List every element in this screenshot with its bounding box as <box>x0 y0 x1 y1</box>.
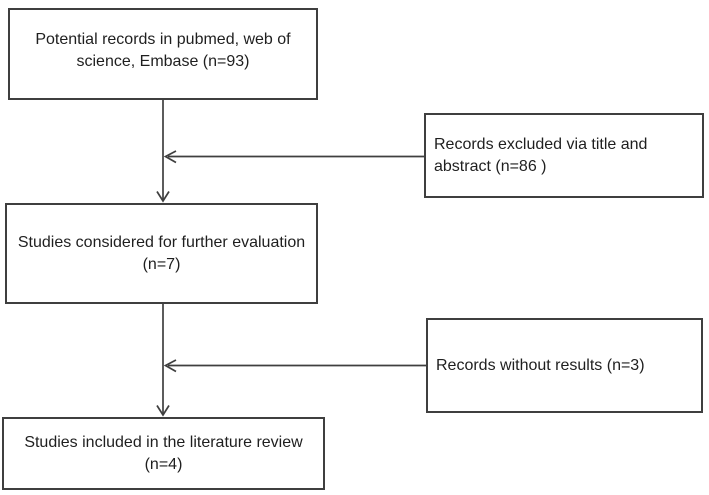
arrow-excluded-to-flowline <box>163 150 424 164</box>
box-potential-records: Potential records in pubmed, web of scie… <box>8 8 318 100</box>
arrow-potential-to-considered <box>156 100 170 203</box>
box-excluded-title-abstract-line2: abstract (n=86 ) <box>434 157 547 175</box>
box-without-results-line1: Records without results (n=3) <box>436 356 645 374</box>
box-included-review-line1: Studies included in the literature revie… <box>24 434 303 451</box>
arrow-considered-to-included <box>156 304 170 417</box>
box-potential-records-line2: science, Embase (n=93) <box>76 52 250 70</box>
box-considered-evaluation-line1: Studies considered for further evaluatio… <box>17 234 306 251</box>
box-included-review: Studies included in the literature revie… <box>2 417 325 490</box>
box-excluded-title-abstract: Records excluded via title and abstract … <box>424 113 704 198</box>
box-excluded-title-abstract-line1: Records excluded via title and <box>434 136 648 153</box>
box-included-review-line2: (n=4) <box>144 455 183 473</box>
box-considered-evaluation-line2: (n=7) <box>142 255 181 273</box>
arrow-without-results-to-flowline <box>163 359 426 373</box>
box-potential-records-line1: Potential records in pubmed, web of <box>35 31 291 48</box>
box-considered-evaluation: Studies considered for further evaluatio… <box>5 203 318 304</box>
box-without-results: Records without results (n=3) <box>426 318 703 413</box>
